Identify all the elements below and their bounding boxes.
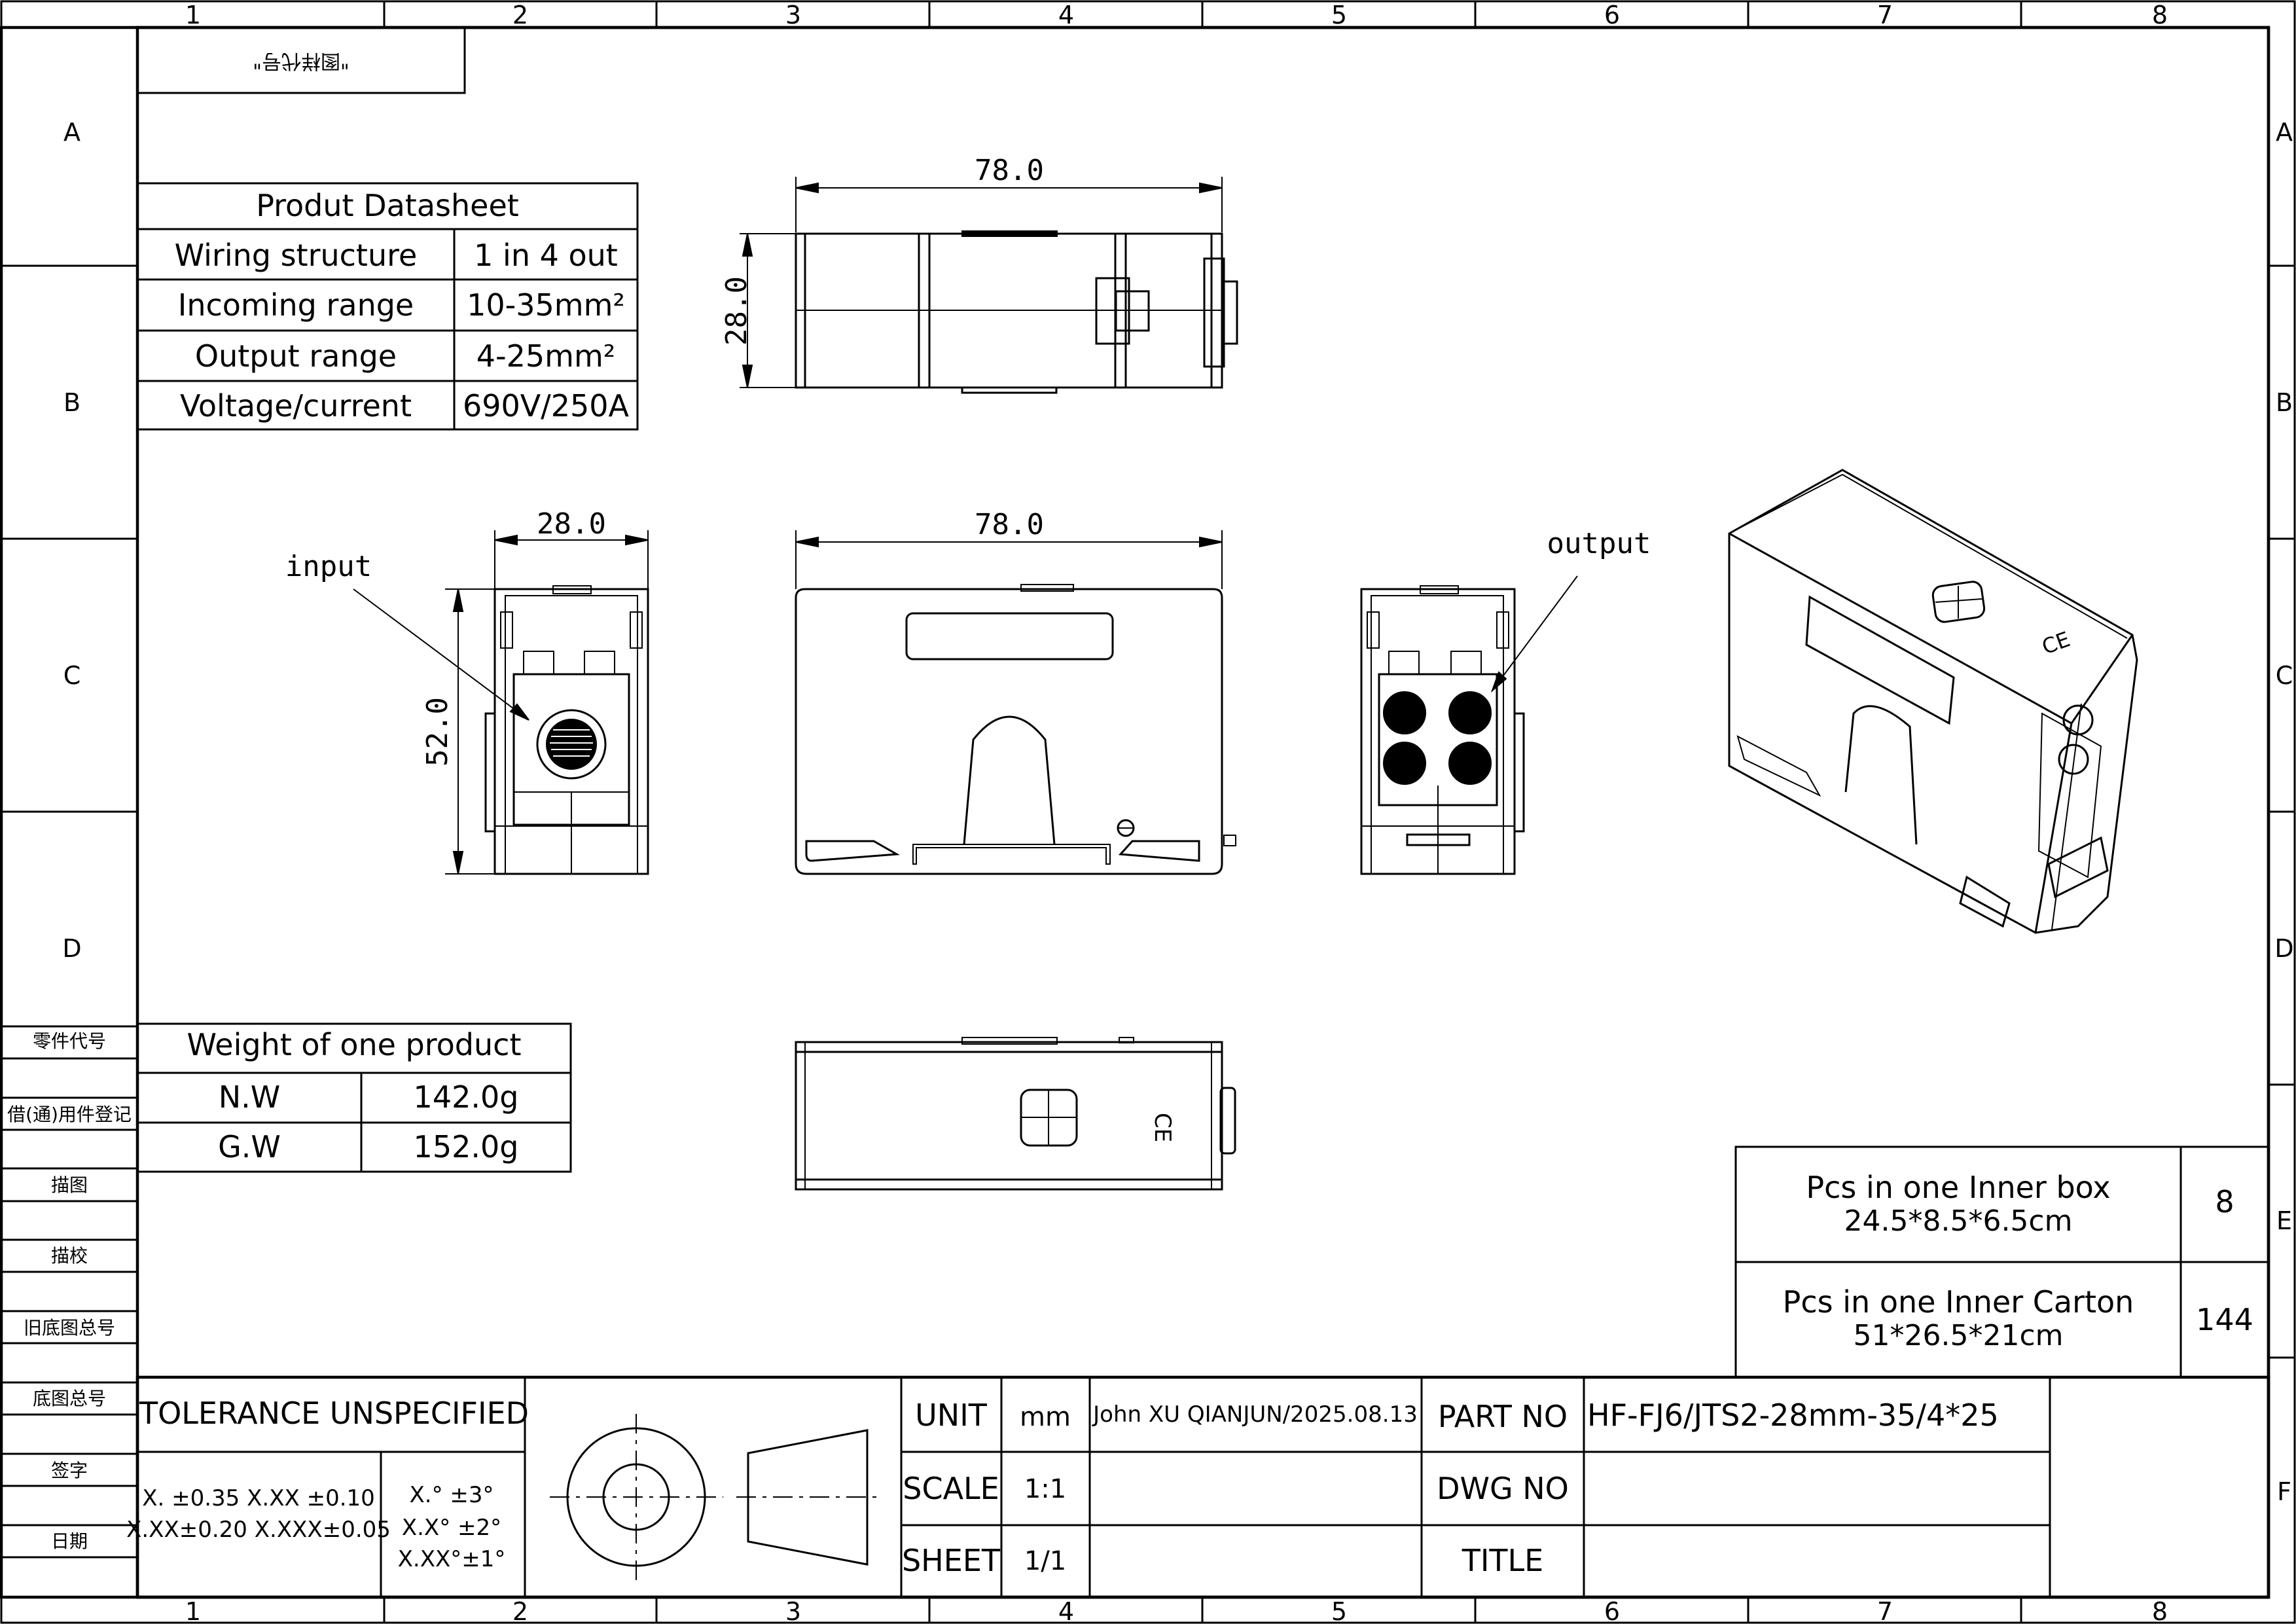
- tolerance-title: TOLERANCE UNSPECIFIED: [139, 1396, 529, 1431]
- strip-label: 日期: [51, 1530, 88, 1552]
- datasheet-label: Output range: [195, 338, 397, 374]
- pack-qty: 144: [2196, 1302, 2253, 1337]
- part-no-label: PART NO: [1438, 1399, 1568, 1434]
- sheet-label: SHEET: [902, 1543, 1001, 1578]
- strip-label: 旧底图总号: [24, 1317, 115, 1339]
- callout-input: input: [285, 550, 372, 583]
- strip-label: 借(通)用件登记: [7, 1104, 132, 1125]
- datasheet-value: 690V/250A: [463, 388, 630, 424]
- pack-line2: 51*26.5*21cm: [1854, 1319, 2064, 1352]
- row-label: B: [2276, 388, 2293, 417]
- datasheet-label: Incoming range: [178, 287, 414, 323]
- row-label: F: [2277, 1477, 2291, 1506]
- datasheet-value: 4-25mm²: [476, 338, 615, 374]
- pack-qty: 8: [2215, 1184, 2234, 1219]
- strip-label: 零件代号: [33, 1030, 106, 1052]
- side-view-input: 28.0 52.0 input: [285, 507, 649, 875]
- col-label: 2: [512, 1597, 528, 1624]
- drawing-number-mirrored: "图样代号": [253, 50, 350, 73]
- ce-mark-bottom: CE: [1149, 1113, 1175, 1142]
- packaging-table: Pcs in one Inner box 24.5*8.5*6.5cm 8 Pc…: [1734, 1146, 2270, 1379]
- isometric-view: CE: [1728, 469, 2138, 934]
- col-label: 4: [1058, 1597, 1074, 1624]
- grid-labels: 1 2 3 4 5 6 7 8 1 2 3 4 5 6 7 8 A B C D …: [62, 1, 2293, 1624]
- row-label: D: [62, 934, 81, 963]
- tol-angle-1: X.° ±3°: [409, 1482, 493, 1508]
- unit-label: UNIT: [915, 1398, 988, 1433]
- pack-line1: Pcs in one Inner Carton: [1783, 1284, 2134, 1320]
- ce-mark: CE: [2039, 626, 2073, 659]
- weight-title: Weight of one product: [187, 1027, 522, 1062]
- weight-label: G.W: [218, 1129, 281, 1164]
- drawing-number-box: "图样代号": [136, 26, 466, 94]
- tol-linear-2: X.XX±0.20 X.XXX±0.05: [126, 1517, 391, 1543]
- part-no-value: HF-FJ6/JTS2-28mm-35/4*25: [1587, 1398, 1999, 1433]
- title-label: TITLE: [1462, 1543, 1543, 1578]
- dim-top-height: 28.0: [720, 276, 753, 346]
- col-label: 6: [1604, 1, 1620, 29]
- title-block: TOLERANCE UNSPECIFIED X. ±0.35 X.XX ±0.1…: [126, 1375, 2270, 1599]
- weight-value: 142.0g: [414, 1079, 519, 1115]
- dim-side-height: 52.0: [421, 697, 454, 767]
- datasheet-label: Wiring structure: [175, 238, 418, 273]
- row-label: B: [63, 388, 81, 417]
- col-label: 7: [1877, 1, 1893, 29]
- col-label: 8: [2152, 1597, 2168, 1624]
- strip-label: 描图: [51, 1174, 88, 1196]
- col-label: 3: [785, 1597, 801, 1624]
- strip-label: 签字: [51, 1460, 88, 1481]
- col-label: 5: [1331, 1, 1347, 29]
- tol-angle-3: X.XX°±1°: [398, 1546, 506, 1572]
- datasheet-table: Produt Datasheet Wiring structure 1 in 4…: [136, 182, 639, 431]
- unit-value: mm: [1020, 1402, 1071, 1432]
- col-label: 6: [1604, 1597, 1620, 1624]
- col-label: 2: [512, 1, 528, 29]
- pack-line1: Pcs in one Inner box: [1806, 1170, 2110, 1205]
- top-view: 78.0 28.0: [720, 154, 1238, 394]
- pack-line2: 24.5*8.5*6.5cm: [1844, 1204, 2073, 1238]
- dim-front-width: 78.0: [975, 508, 1044, 541]
- row-label: E: [2276, 1206, 2292, 1235]
- tol-linear-1: X. ±0.35 X.XX ±0.10: [142, 1485, 375, 1511]
- datasheet-value: 1 in 4 out: [474, 238, 618, 273]
- scale-label: SCALE: [903, 1471, 999, 1506]
- tol-angle-2: X.X° ±2°: [402, 1515, 501, 1541]
- side-view-output: output: [1360, 527, 1651, 875]
- front-view: 78.0: [795, 508, 1236, 875]
- author-date: John XU QIANJUN/2025.08.13: [1092, 1401, 1418, 1428]
- row-label: A: [2276, 118, 2293, 147]
- col-label: 1: [185, 1, 201, 29]
- dwg-no-label: DWG NO: [1437, 1471, 1569, 1506]
- weight-label: N.W: [219, 1079, 281, 1115]
- sheet-value: 1/1: [1024, 1546, 1066, 1576]
- weight-table: Weight of one product N.W 142.0g G.W 152…: [136, 1022, 572, 1173]
- callout-output: output: [1547, 527, 1651, 560]
- bottom-view: CE: [795, 1037, 1236, 1191]
- projection-symbol: [550, 1414, 880, 1581]
- dim-side-width: 28.0: [537, 507, 606, 541]
- left-strip: 零件代号 借(通)用件登记 描图 描校 旧底图总号 底图总号 签字 日期: [1, 1025, 137, 1559]
- scale-value: 1:1: [1024, 1474, 1066, 1504]
- datasheet-value: 10-35mm²: [467, 287, 625, 323]
- strip-label: 底图总号: [33, 1388, 106, 1409]
- col-label: 4: [1058, 1, 1074, 29]
- col-label: 7: [1877, 1597, 1893, 1624]
- row-label: D: [2274, 934, 2293, 963]
- datasheet-label: Voltage/current: [180, 388, 412, 424]
- col-label: 8: [2152, 1, 2168, 29]
- col-label: 1: [185, 1597, 201, 1624]
- row-label: C: [63, 661, 81, 690]
- row-label: C: [2276, 661, 2293, 690]
- col-label: 3: [785, 1, 801, 29]
- weight-value: 152.0g: [414, 1129, 519, 1164]
- row-label: A: [63, 118, 81, 147]
- datasheet-title: Produt Datasheet: [256, 188, 519, 223]
- dim-top-width: 78.0: [975, 154, 1044, 187]
- strip-label: 描校: [51, 1245, 88, 1267]
- col-label: 5: [1331, 1597, 1347, 1624]
